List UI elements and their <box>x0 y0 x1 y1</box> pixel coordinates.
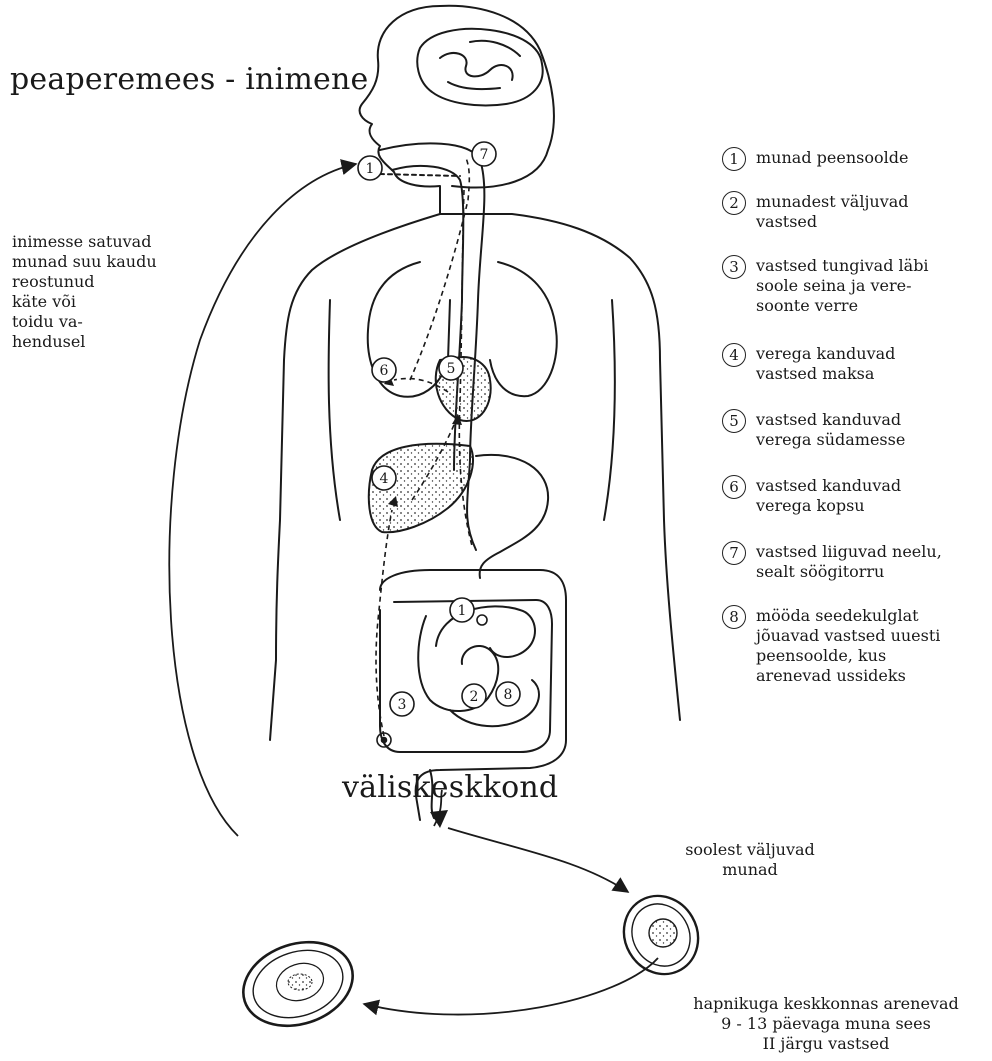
arrow-reinfection <box>169 164 356 836</box>
marker-intestine-right: 8 <box>504 687 513 703</box>
left-lung <box>490 262 557 396</box>
marker-intestine-top: 1 <box>458 603 467 619</box>
marker-heart: 5 <box>447 361 456 377</box>
egg-embryonated <box>232 929 363 1040</box>
arrow-development <box>364 958 658 1015</box>
marker-lung: 6 <box>380 363 389 379</box>
marker-intestine-mid: 2 <box>470 689 479 705</box>
stomach <box>476 455 548 578</box>
arrow-to-environment <box>448 828 628 892</box>
marker-intestine-left: 3 <box>398 697 407 713</box>
body-outline <box>270 6 440 740</box>
marker-throat: 7 <box>480 147 489 163</box>
egg-fresh <box>610 882 712 987</box>
marker-mouth: 1 <box>366 161 375 177</box>
marker-liver: 4 <box>380 471 389 487</box>
